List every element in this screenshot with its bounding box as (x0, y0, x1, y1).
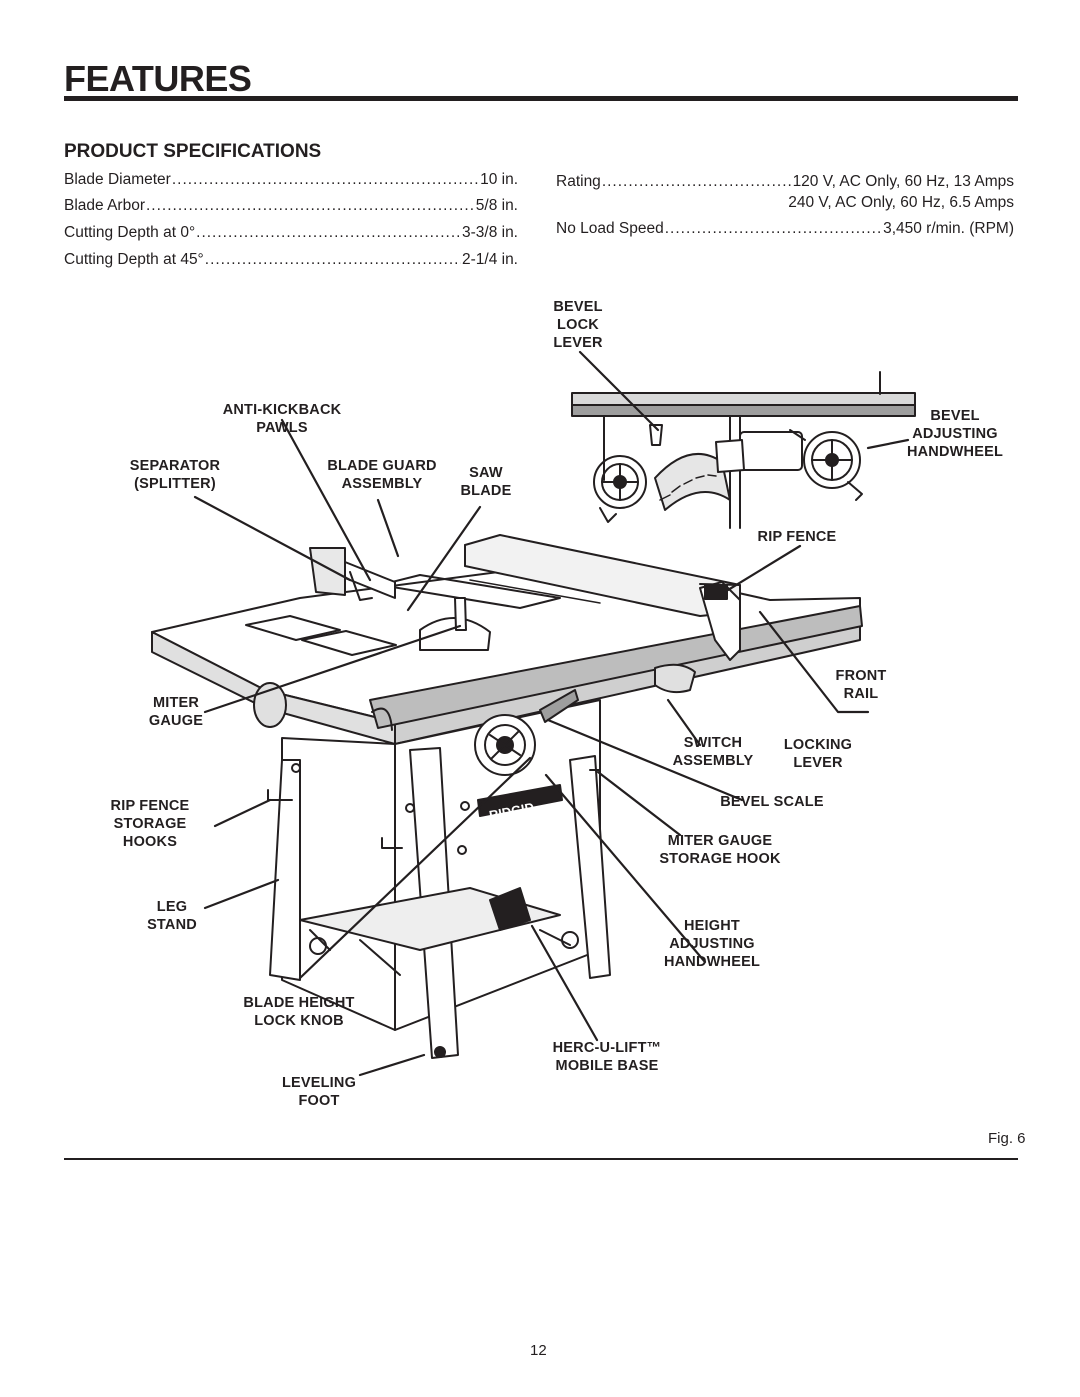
label-herc-u-lift-mobile-base: HERC-U-LIFT™ MOBILE BASE (552, 1040, 662, 1074)
spec-value: 5/8 in. (475, 197, 518, 214)
label-saw-blade: SAW BLADE (460, 465, 512, 499)
handwheel-icon (593, 455, 647, 523)
spec-value: 3-3/8 in. (461, 224, 518, 241)
label-rip-fence-storage-hooks: RIP FENCE STORAGE HOOKS (110, 798, 190, 850)
spec-label: Cutting Depth at 45° (64, 251, 204, 268)
label-miter-gauge: MITER GAUGE (148, 695, 204, 729)
spec-value: 2-1/4 in. (461, 251, 518, 268)
spec-label: Blade Arbor (64, 197, 145, 214)
callout-leaders (193, 350, 910, 1077)
section-title: FEATURES (64, 58, 252, 99)
figure-label: Fig. 6 (988, 1130, 1026, 1147)
title-rule (64, 96, 1018, 101)
label-blade-guard-assembly: BLADE GUARD ASSEMBLY (327, 458, 437, 492)
label-separator-splitter: SEPARATOR (SPLITTER) (129, 458, 221, 492)
handwheel-icon (803, 431, 863, 501)
spec-label: Cutting Depth at 0° (64, 224, 196, 241)
label-leg-stand: LEG STAND (147, 899, 197, 933)
label-bevel-lock-lever: BEVEL LOCK LEVER (553, 299, 603, 351)
label-rip-fence: RIP FENCE (757, 529, 837, 545)
spec-row: Cutting Depth at 0° 3-3/8 in. (64, 224, 518, 242)
spec-value: 120 V, AC Only, 60 Hz, 13 Amps (792, 173, 1014, 190)
label-blade-height-lock-knob: BLADE HEIGHT LOCK KNOB (243, 995, 355, 1029)
spec-value-extra: 240 V, AC Only, 60 Hz, 6.5 Amps (788, 194, 1014, 211)
spec-value: 10 in. (480, 171, 518, 188)
spec-row: Cutting Depth at 45° 2-1/4 in. (64, 251, 518, 269)
spec-row: No Load Speed 3,450 r/min. (RPM) (556, 220, 1014, 238)
inset-view (571, 371, 916, 529)
spec-row: Blade Diameter 10 in. (64, 171, 518, 189)
page-number: 12 (530, 1342, 547, 1359)
label-anti-kickback-pawls: ANTI-KICKBACK PAWLS (222, 402, 342, 436)
label-height-adjusting-handwheel: HEIGHT ADJUSTING HANDWHEEL (663, 918, 761, 970)
label-miter-gauge-storage-hook: MITER GAUGE STORAGE HOOK (659, 833, 781, 867)
spec-heading: PRODUCT SPECIFICATIONS (64, 141, 322, 162)
label-bevel-adjusting-handwheel: BEVEL ADJUSTING HANDWHEEL (906, 408, 1004, 460)
bottom-rule (64, 1158, 1018, 1160)
spec-value: 3,450 r/min. (RPM) (883, 220, 1014, 237)
saw-body (151, 534, 863, 1059)
label-locking-lever: LOCKING LEVER (783, 737, 853, 771)
spec-label: Blade Diameter (64, 171, 171, 188)
spec-row: Blade Arbor 5/8 in. (64, 197, 518, 215)
label-bevel-scale: BEVEL SCALE (720, 794, 824, 810)
spec-label: No Load Speed (556, 220, 664, 237)
handwheel-icon (474, 714, 536, 776)
spec-row: Rating 120 V, AC Only, 60 Hz, 13 Amps (556, 173, 1014, 191)
label-leveling-foot: LEVELING FOOT (281, 1075, 357, 1109)
spec-label: Rating (556, 173, 601, 190)
label-front-rail: FRONT RAIL (835, 668, 887, 702)
label-switch-assembly: SWITCH ASSEMBLY (672, 735, 754, 769)
